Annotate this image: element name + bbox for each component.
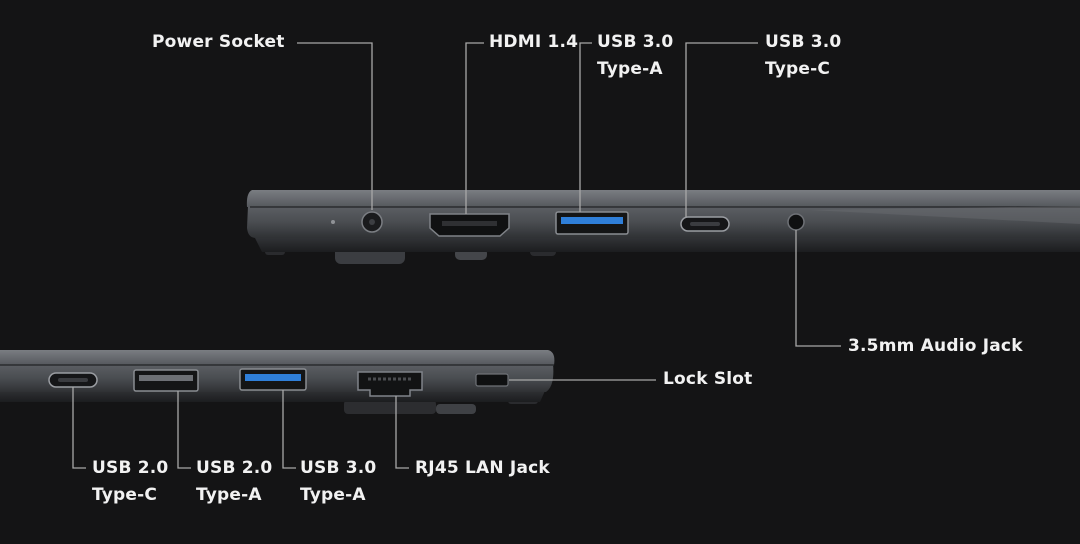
label-rj45: RJ45 LAN Jack (415, 458, 550, 478)
rubber-foot (344, 400, 436, 414)
leader-usb2-a (177, 391, 191, 469)
usb3-blue-tongue (561, 217, 623, 224)
label-line: USB 3.0 (597, 32, 674, 52)
leader-hdmi (465, 42, 484, 214)
chassis-lid (246, 190, 1080, 207)
label-usb2-type-a: USB 2.0 Type-A (196, 455, 272, 509)
usb3-blue-tongue (245, 374, 301, 381)
label-hdmi: HDMI 1.4 (489, 32, 579, 52)
lock-slot-port (475, 373, 509, 387)
leader-lines (72, 42, 841, 469)
label-line: Type-C (765, 59, 831, 79)
label-line: Type-A (597, 59, 663, 79)
leader-usb2-c (72, 387, 86, 469)
laptop-left-side (0, 350, 555, 414)
label-lock-slot: Lock Slot (663, 369, 753, 389)
leader-audio-jack (795, 230, 841, 347)
label-line: USB 2.0 (92, 458, 169, 478)
usb2-tongue (139, 375, 193, 381)
label-audio-jack: 3.5mm Audio Jack (848, 336, 1023, 356)
label-line: Type-A (196, 485, 262, 505)
laptop-right-side (246, 190, 1080, 264)
leader-usb3-a-top (579, 42, 592, 212)
led-indicator (331, 220, 335, 224)
label-usb3-type-a-bottom: USB 3.0 Type-A (300, 455, 376, 509)
label-line: USB 3.0 (765, 32, 842, 52)
chassis-lid (0, 350, 555, 365)
label-line: Type-A (300, 485, 366, 505)
label-power-socket: Power Socket (152, 32, 285, 52)
leader-usb3-a-bottom (282, 390, 296, 469)
label-usb3-type-a-top: USB 3.0 Type-A (597, 29, 673, 83)
leader-power-socket (297, 42, 373, 210)
leader-rj45 (395, 396, 409, 469)
label-usb3-type-c-top: USB 3.0 Type-C (765, 29, 841, 83)
leader-usb3-c-top (685, 42, 758, 217)
label-usb2-type-c: USB 2.0 Type-C (92, 455, 168, 509)
label-line: USB 3.0 (300, 458, 377, 478)
label-line: Type-C (92, 485, 158, 505)
audio-jack-port (787, 213, 805, 231)
rubber-foot (436, 404, 476, 414)
label-line: USB 2.0 (196, 458, 273, 478)
